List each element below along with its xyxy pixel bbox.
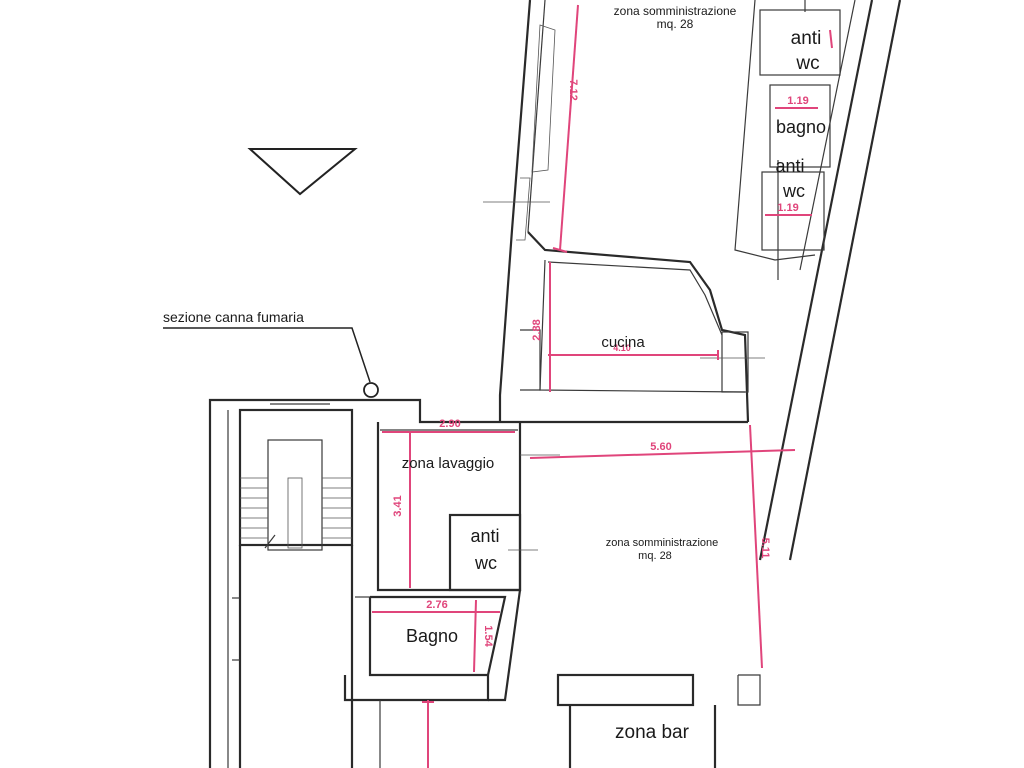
dim-7-12: 7.12 — [567, 79, 579, 100]
label-bagno-low: Bagno — [406, 626, 458, 646]
upper-building-walls — [483, 0, 902, 561]
orientation-triangle — [247, 148, 358, 196]
dim-5-11: 5.11 — [759, 538, 771, 559]
label-sezione-canna-fumaria: sezione canna fumaria — [163, 309, 304, 325]
dim-1-54: 1.54 — [482, 625, 494, 647]
dim-3-41: 3.41 — [392, 495, 404, 516]
dimension-lines — [372, 4, 833, 768]
dim-1-19-b: 1.19 — [777, 202, 798, 214]
dim-2-90: 2.90 — [439, 418, 460, 430]
chimney-section-marker — [163, 327, 379, 398]
dim-1-19-a: 1.19 — [787, 95, 808, 107]
dim-4-10: 4.10 — [613, 343, 631, 353]
label-wc-top: wc — [795, 53, 819, 74]
label-zona-somministrazione-top: zona somministrazione — [614, 4, 737, 18]
dim-5-60: 5.60 — [650, 441, 671, 453]
label-zona-somministrazione-bottom: zona somministrazione — [606, 537, 719, 549]
label-anti-low: anti — [470, 526, 499, 546]
label-cucina: cucina — [601, 334, 645, 351]
label-wc-mid: wc — [782, 181, 805, 201]
label-zona-lavaggio: zona lavaggio — [402, 455, 495, 472]
label-anti-top: anti — [791, 28, 822, 49]
label-bagno-top: bagno — [776, 117, 826, 137]
lower-building-walls — [208, 398, 761, 768]
label-wc-low: wc — [474, 553, 497, 573]
label-zona-bar: zona bar — [615, 722, 690, 743]
label-anti-mid: anti — [775, 156, 804, 176]
dim-2-76: 2.76 — [426, 599, 447, 611]
dim-2-88: 2.88 — [531, 319, 543, 340]
stair-treads — [240, 477, 352, 549]
label-mq-top: mq. 28 — [657, 17, 694, 31]
label-mq-bottom: mq. 28 — [638, 550, 672, 562]
